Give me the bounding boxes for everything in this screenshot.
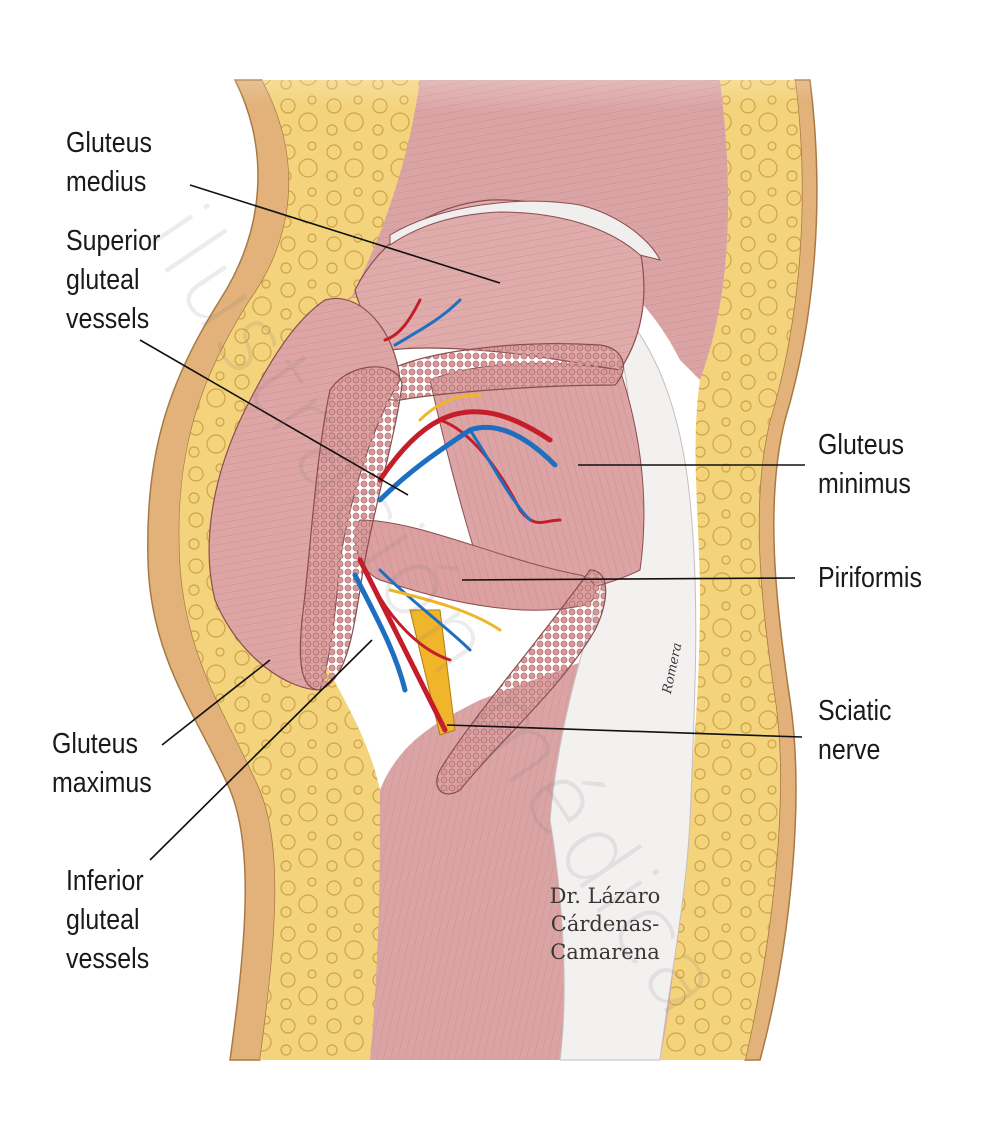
label-gluteus-minimus: Gluteus minimus [818, 429, 911, 500]
leader-piriformis [461, 577, 796, 581]
inferior-gluteal-vessels [352, 557, 502, 733]
leader-inferior-gluteal-vessels [149, 639, 373, 861]
leader-gluteus-maximus [161, 659, 271, 746]
superior-gluteal-vessels [377, 298, 562, 524]
author-signature: Dr. Lázaro Cárdenas-Camarena [549, 884, 661, 964]
label-sciatic-nerve: Sciatic nerve [818, 695, 892, 766]
sciatic-nerve [409, 609, 456, 736]
leader-lines [139, 184, 805, 861]
lower-cut-edge [436, 569, 607, 795]
leader-superior-gluteal-vessels [139, 339, 409, 496]
label-superior-gluteal-vessels: Superior gluteal vessels [66, 225, 161, 335]
label-piriformis: Piriformis [818, 562, 922, 594]
leader-gluteus-medius [189, 184, 501, 284]
medius-tendon-edge [389, 200, 661, 261]
leader-sciatic-nerve [446, 724, 803, 738]
label-inferior-gluteal-vessels: Inferior gluteal vessels [66, 865, 150, 975]
label-gluteus-medius: Gluteus medius [66, 127, 152, 198]
label-gluteus-maximus: Gluteus maximus [52, 728, 152, 799]
